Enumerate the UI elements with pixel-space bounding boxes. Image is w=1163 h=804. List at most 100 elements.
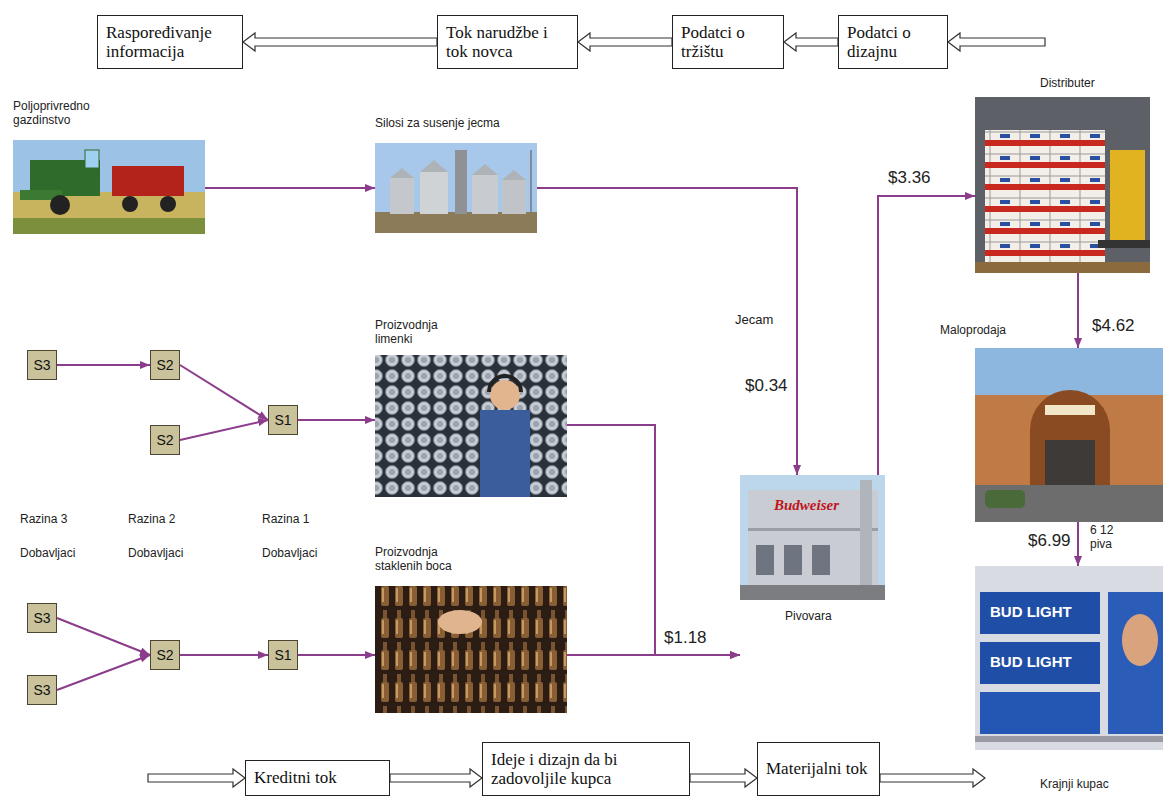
flow-arrow [390,769,482,787]
silo-photo-part [390,168,414,178]
silo-photo-part [390,178,414,214]
supplier-code: S2 [156,647,173,663]
supply-arrow [205,187,375,189]
open-flow-arrows [148,33,1045,787]
farm-photo-part [122,196,138,212]
farm-photo-part [50,195,70,215]
brewery-photo-part [756,545,774,575]
price-label: $0.34 [745,376,788,396]
pack-size-label: 6 12 piva [1090,524,1124,552]
tier-label: Dobavljaci [20,546,75,560]
can-factory-photo-part [490,380,520,410]
box-label: Podatci o tržištu [681,23,775,61]
photo-caption: Silosi za susenje jecma [375,117,595,131]
supplier-code: S2 [156,357,173,373]
retail-store-photo-part [985,490,1025,508]
supplier-box: S3 [27,675,57,705]
photo-caption: Proizvodnja staklenih boca [375,546,475,574]
photo-caption: Krajnji kupac [1040,778,1150,792]
photo-panel: Pivovara [740,475,885,600]
box-label: Kreditni tok [254,768,337,787]
brewery-photo-part [860,480,872,585]
retail-store-photo-part [975,485,1163,522]
supplier-box: S1 [268,405,298,435]
box-label: Podatci o dizajnu [847,23,939,61]
connector-group [57,33,1078,787]
tier-label: Dobavljaci [128,546,183,560]
supplier-code: S1 [274,647,291,663]
price-label: $6.99 [1028,531,1071,551]
brewery-photo-part [812,545,830,575]
can-factory-photo-part [375,355,567,497]
brand-sign: Budweiser [774,497,839,514]
retail-store-photo-part [975,348,1163,522]
distributor-photo-part [975,97,1150,273]
flow-box: Ideje i dizajn da bi zadovoljile kupca [482,742,690,796]
photo-panel: Proizvodnja staklenih boca [375,586,567,713]
material-label: Jecam [735,312,773,327]
supply-arrow [298,654,375,656]
supply-arrow [298,419,375,421]
photo-caption: Distributer [1040,77,1140,91]
brewery-photo-part [748,528,878,531]
beer-shelf-photo-part [980,642,1100,684]
supplier-box: S2 [150,350,180,380]
photo-caption: Poljoprivredno gazdinstvo [13,100,123,128]
can-factory-photo-part [480,410,530,497]
brewery-photo-part [740,585,885,600]
supplier-box: S3 [27,350,57,380]
level-label: Razina 2 [128,512,175,526]
photo-panel: Maloprodaja [975,348,1163,522]
supplier-code: S3 [33,610,50,626]
flow-arrow [690,769,757,787]
retail-store-photo-part [1030,390,1110,485]
beer-shelf-photo-part [975,566,1163,750]
photo-caption: Proizvodnja limenki [375,319,475,347]
silo-photo [375,143,537,233]
open-flow-arrows-part [880,769,985,787]
supply-arrow [537,188,797,475]
flow-box: Materijalni tok [757,742,880,796]
farm-photo [13,140,205,234]
distributor-photo-part [975,262,1150,273]
supplier-code: S1 [274,412,291,428]
flow-box: Raspoređivanje informacija [97,15,243,69]
supplier-code: S3 [33,357,50,373]
level-label: Razina 3 [20,512,67,526]
supply-arrow [1077,273,1079,348]
supply-arrow [180,420,268,440]
photo-panel: Poljoprivredno gazdinstvo [13,140,205,234]
price-label: $1.18 [664,628,707,648]
distributor-photo-part [1098,240,1150,248]
silo-photo-part [472,164,498,175]
box-label: Raspoređivanje informacija [106,23,234,61]
supply-arrow [180,365,268,420]
supply-arrow [57,364,150,366]
farm-photo-part [85,150,99,168]
supplier-box: S3 [27,603,57,633]
distributor-photo-part [985,130,1105,262]
silo-photo-part [472,175,498,214]
silo-photo-part [502,170,526,180]
product-label: BUD LIGHT [990,603,1072,620]
supply-arrow [180,654,268,656]
open-flow-arrows-part [148,769,245,787]
supplier-box: S2 [150,640,180,670]
silo-photo-part [455,150,467,214]
supply-arrow [57,618,150,655]
retail-store-photo-part [975,395,1163,485]
silo-photo-part [502,180,526,214]
brewery-photo [740,475,885,600]
flow-box: Tok narudžbe i tok novca [437,15,578,69]
photo-panel: Distributer [975,97,1150,273]
flow-box: Podatci o tržištu [672,15,784,69]
level-label: Razina 1 [262,512,309,526]
brewery-photo-part [784,545,802,575]
photo-caption: Pivovara [785,610,885,624]
price-label: $3.36 [888,168,931,188]
beer-shelf-photo-part [980,592,1100,634]
flow-arrow [243,33,437,51]
supply-arrow [57,655,150,690]
